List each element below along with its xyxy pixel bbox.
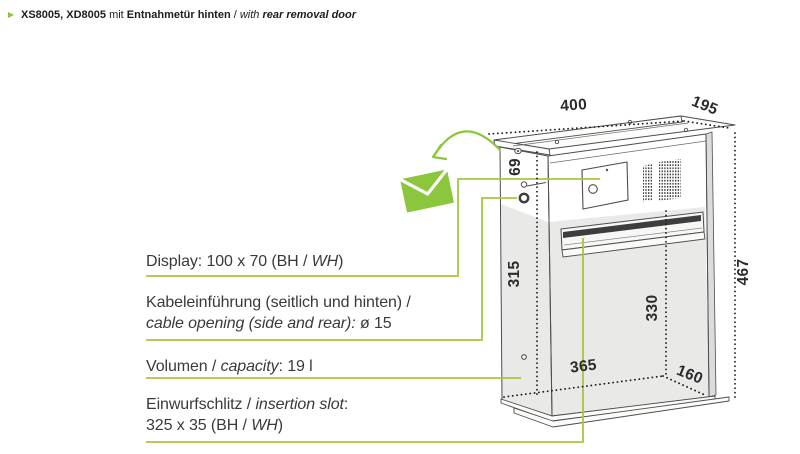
lower-cable-hole [521, 354, 527, 360]
cable-openings [518, 181, 547, 360]
slot-sill [561, 231, 706, 258]
label-display: Display: 100 x 70 (BH / WH) [146, 251, 343, 272]
label-display-text: Display: 100 x 70 (BH / [146, 253, 312, 270]
lid-lock-center [516, 150, 520, 152]
envelope-icon [399, 168, 454, 213]
display-panel [581, 161, 629, 210]
base-foot [513, 396, 730, 428]
label-insertion-slot: Einwurfschlitz / insertion slot:325 x 35… [146, 394, 348, 436]
side-face-shading [501, 204, 552, 416]
dim-line-top-depth [683, 120, 730, 129]
label-slot-line1: Einwurfschlitz / insertion slot: [146, 394, 348, 415]
dim-bottom-width: 365 [569, 356, 598, 376]
label-cable-line1: Kabeleinführung (seitlich und hinten) / [146, 294, 411, 311]
top-rail-line [549, 140, 707, 164]
dim-line-bottom-width [503, 375, 664, 398]
label-volume: Volumen / capacity: 19 l [146, 356, 313, 377]
dim-total-height: 467 [735, 259, 752, 286]
header-with: with [239, 9, 263, 21]
dim-top-depth: 195 [689, 93, 720, 119]
label-cable-line2-italic: cable opening (side and rear): [146, 315, 356, 332]
label-slot-line1-text: Einwurfschlitz / [146, 396, 256, 413]
dim-slot-height: 330 [644, 295, 661, 322]
dimension-tick [526, 182, 547, 187]
lid-screw [627, 119, 633, 125]
dim-line-top-width [488, 120, 685, 135]
label-slot-line2-suffix: ) [277, 417, 283, 434]
vent-grille-small [643, 164, 652, 202]
header-feature-en: rear removal door [262, 9, 357, 21]
label-slot-line2: 325 x 35 (BH / WH) [146, 415, 348, 436]
vent-grille-large [659, 159, 681, 201]
dim-top-width: 400 [560, 96, 588, 115]
dim-side-height: 315 [506, 261, 523, 288]
diameter-mark [520, 181, 528, 188]
header-mit: mit [106, 9, 127, 21]
front-face-shading [548, 207, 709, 416]
leader-display [146, 178, 600, 277]
cable-hole [518, 192, 530, 204]
slot-inner-line [563, 227, 703, 246]
insertion-slot [560, 211, 706, 258]
leader-lines [146, 178, 600, 443]
label-slot-line2-text: 325 x 35 (BH / [146, 417, 252, 434]
display-camera [588, 184, 598, 194]
mailbox-lid [493, 115, 736, 156]
leader-cable [146, 197, 517, 341]
lid-screw [683, 127, 689, 133]
header-feature-de: Entnahmetür hinten [126, 9, 231, 21]
label-cable-opening: Kabeleinführung (seitlich und hinten) / c… [146, 292, 411, 334]
display-frame [581, 161, 629, 210]
label-slot-line2-italic: WH [251, 417, 278, 434]
slot-opening [563, 215, 701, 238]
vent-grilles [643, 159, 681, 202]
label-slot-line1-suffix: : [343, 396, 349, 413]
page-header: XS8005, XD8005 mit Entnahmetür hinten / … [8, 7, 356, 23]
triangle-right-icon [8, 12, 14, 18]
label-display-suffix: ) [338, 253, 344, 270]
curved-arrow-icon [431, 130, 502, 161]
dimension-labels: 400 195 69 315 330 467 365 160 [506, 93, 752, 388]
lid-screw [554, 139, 560, 145]
lid-inner-line [512, 122, 689, 147]
leader-slot [146, 238, 584, 443]
dim-head-height: 69 [507, 158, 524, 176]
header-separator: / [230, 9, 240, 21]
label-cable-line2: cable opening (side and rear): ø 15 [146, 313, 411, 334]
label-display-italic: WH [311, 253, 339, 270]
display-dot [605, 168, 609, 172]
label-volume-suffix: : 19 l [278, 358, 313, 375]
label-cable-line2-value: ø 15 [355, 315, 392, 332]
header-models: XS8005, XD8005 [21, 9, 107, 21]
dim-line-bottom-depth [662, 375, 708, 397]
dimension-lines [488, 120, 736, 401]
label-slot-line1-italic: insertion slot [255, 396, 344, 413]
label-volume-italic: capacity [220, 358, 279, 375]
label-volume-text: Volumen / [146, 358, 221, 375]
